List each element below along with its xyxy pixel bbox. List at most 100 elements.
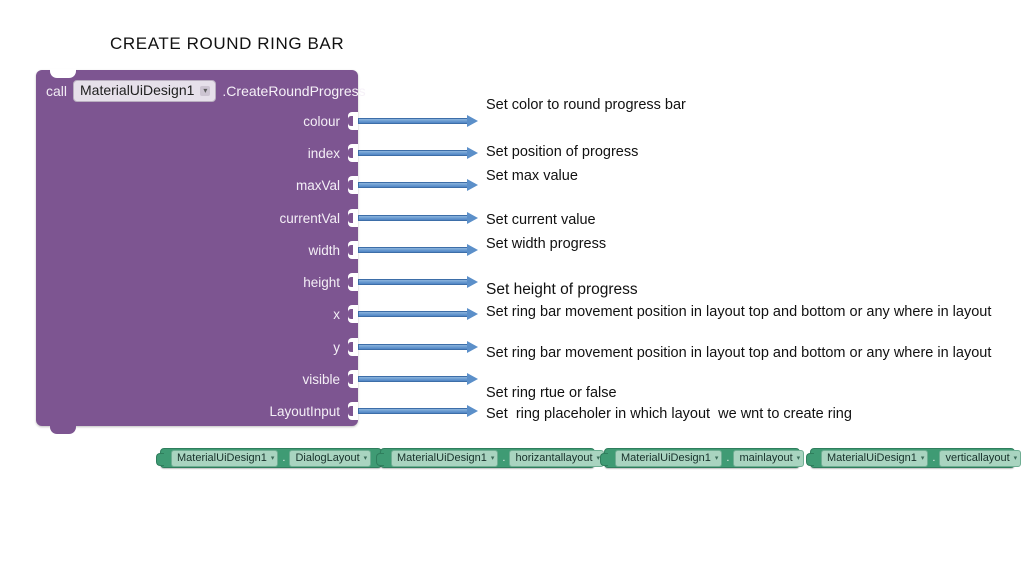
arrow-head-icon bbox=[467, 244, 478, 256]
property-dropdown[interactable]: mainlayout ▾ bbox=[733, 449, 805, 467]
arrow-head-icon bbox=[467, 179, 478, 191]
property-name: DialogLayout bbox=[295, 451, 360, 464]
callout-arrow bbox=[358, 341, 478, 353]
callout-arrow bbox=[358, 276, 478, 288]
parameter-socket[interactable] bbox=[348, 370, 358, 388]
component-dropdown[interactable]: MaterialUiDesign1 ▾ bbox=[171, 449, 279, 467]
parameter-annotation: Set max value bbox=[486, 168, 578, 184]
block-left-plug bbox=[600, 453, 608, 466]
layout-block-vertical[interactable]: MaterialUiDesign1 ▾ . verticallayout ▾ bbox=[806, 448, 1022, 468]
dot-separator: . bbox=[726, 452, 730, 464]
arrow-shaft bbox=[358, 150, 468, 156]
method-name: .CreateRoundProgress bbox=[222, 83, 366, 99]
arrow-shaft bbox=[358, 118, 468, 124]
property-dropdown[interactable]: DialogLayout ▾ bbox=[289, 449, 372, 467]
callout-arrow bbox=[358, 373, 478, 385]
block-bottom-tab bbox=[50, 425, 76, 434]
parameter-label: height bbox=[303, 274, 340, 290]
parameter-socket[interactable] bbox=[348, 112, 358, 130]
chevron-down-icon[interactable]: ▾ bbox=[270, 454, 275, 462]
parameter-socket[interactable] bbox=[348, 144, 358, 162]
chevron-down-icon[interactable]: ▾ bbox=[596, 454, 601, 462]
chevron-down-icon[interactable]: ▾ bbox=[920, 454, 925, 462]
component-name: MaterialUiDesign1 bbox=[397, 451, 487, 464]
parameter-row: y bbox=[333, 337, 346, 357]
parameter-label: width bbox=[308, 242, 340, 258]
chevron-down-icon[interactable]: ▾ bbox=[714, 454, 719, 462]
parameter-socket[interactable] bbox=[348, 305, 358, 323]
callout-arrow bbox=[358, 308, 478, 320]
chevron-down-icon[interactable]: ▾ bbox=[796, 454, 801, 462]
arrow-shaft bbox=[358, 215, 468, 221]
chevron-down-icon[interactable]: ▾ bbox=[363, 454, 368, 462]
component-name: MaterialUiDesign1 bbox=[80, 82, 195, 98]
chevron-down-icon[interactable]: ▾ bbox=[490, 454, 495, 462]
parameter-label: x bbox=[333, 306, 340, 322]
arrow-head-icon bbox=[467, 373, 478, 385]
arrow-head-icon bbox=[467, 308, 478, 320]
layout-block-main[interactable]: MaterialUiDesign1 ▾ . mainlayout ▾ bbox=[600, 448, 805, 468]
dot-separator: . bbox=[502, 452, 506, 464]
parameter-annotation: Set ring placeholer in which layout we w… bbox=[486, 406, 852, 422]
chevron-down-icon[interactable]: ▾ bbox=[200, 85, 211, 96]
property-name: horizantallayout bbox=[515, 451, 593, 464]
callout-arrow bbox=[358, 405, 478, 417]
parameter-annotation: Set position of progress bbox=[486, 144, 639, 160]
property-dropdown[interactable]: horizantallayout ▾ bbox=[509, 449, 605, 467]
parameter-annotation: Set ring rtue or false bbox=[486, 385, 617, 401]
parameter-label: visible bbox=[302, 371, 340, 387]
component-dropdown[interactable]: MaterialUiDesign1 ▾ bbox=[73, 80, 217, 102]
parameter-annotation: Set ring bar movement position in layout… bbox=[486, 345, 992, 361]
parameter-row: height bbox=[303, 272, 346, 292]
arrow-shaft bbox=[358, 376, 468, 382]
component-dropdown[interactable]: MaterialUiDesign1 ▾ bbox=[615, 449, 723, 467]
arrow-shaft bbox=[358, 247, 468, 253]
parameter-label: LayoutInput bbox=[269, 403, 340, 419]
component-dropdown[interactable]: MaterialUiDesign1 ▾ bbox=[821, 449, 929, 467]
parameter-label: maxVal bbox=[295, 177, 340, 193]
callout-arrow bbox=[358, 179, 478, 191]
parameter-label: currentVal bbox=[279, 210, 340, 226]
layout-block-horizontal[interactable]: MaterialUiDesign1 ▾ . horizantallayout ▾ bbox=[376, 448, 605, 468]
call-block-body bbox=[36, 70, 358, 426]
parameter-socket[interactable] bbox=[348, 273, 358, 291]
component-dropdown[interactable]: MaterialUiDesign1 ▾ bbox=[391, 449, 499, 467]
arrow-shaft bbox=[358, 279, 468, 285]
arrow-head-icon bbox=[467, 341, 478, 353]
parameter-annotation: Set current value bbox=[486, 212, 596, 228]
arrow-shaft bbox=[358, 408, 468, 414]
dot-separator: . bbox=[932, 452, 936, 464]
block-left-plug bbox=[376, 453, 384, 466]
call-block[interactable]: call MaterialUiDesign1 ▾ .CreateRoundPro… bbox=[36, 69, 366, 434]
parameter-row: x bbox=[333, 304, 346, 324]
layout-block-dialog[interactable]: MaterialUiDesign1 ▾ . DialogLayout ▾ bbox=[156, 448, 382, 468]
parameter-socket[interactable] bbox=[348, 338, 358, 356]
parameter-socket[interactable] bbox=[348, 402, 358, 420]
arrow-shaft bbox=[358, 344, 468, 350]
callout-arrow bbox=[358, 212, 478, 224]
property-name: mainlayout bbox=[739, 451, 793, 464]
parameter-socket[interactable] bbox=[348, 241, 358, 259]
dot-separator: . bbox=[282, 452, 286, 464]
parameter-row: index bbox=[308, 143, 346, 163]
parameter-row: visible bbox=[302, 369, 346, 389]
parameter-label: colour bbox=[303, 113, 340, 129]
callout-arrow bbox=[358, 115, 478, 127]
arrow-head-icon bbox=[467, 115, 478, 127]
arrow-shaft bbox=[358, 182, 468, 188]
arrow-head-icon bbox=[467, 147, 478, 159]
parameter-socket[interactable] bbox=[348, 209, 358, 227]
parameter-annotation: Set ring bar movement position in layout… bbox=[486, 304, 992, 320]
parameter-socket[interactable] bbox=[348, 176, 358, 194]
chevron-down-icon[interactable]: ▾ bbox=[1013, 454, 1018, 462]
parameter-annotation: Set color to round progress bar bbox=[486, 97, 686, 113]
parameter-row: LayoutInput bbox=[269, 401, 346, 421]
parameter-annotation: Set height of progress bbox=[486, 281, 638, 298]
parameter-row: width bbox=[308, 240, 346, 260]
parameter-row: maxVal bbox=[296, 175, 346, 195]
property-dropdown[interactable]: verticallayout ▾ bbox=[939, 449, 1022, 467]
component-name: MaterialUiDesign1 bbox=[827, 451, 917, 464]
call-block-header: call MaterialUiDesign1 ▾ .CreateRoundPro… bbox=[46, 80, 366, 102]
block-left-plug bbox=[806, 453, 814, 466]
